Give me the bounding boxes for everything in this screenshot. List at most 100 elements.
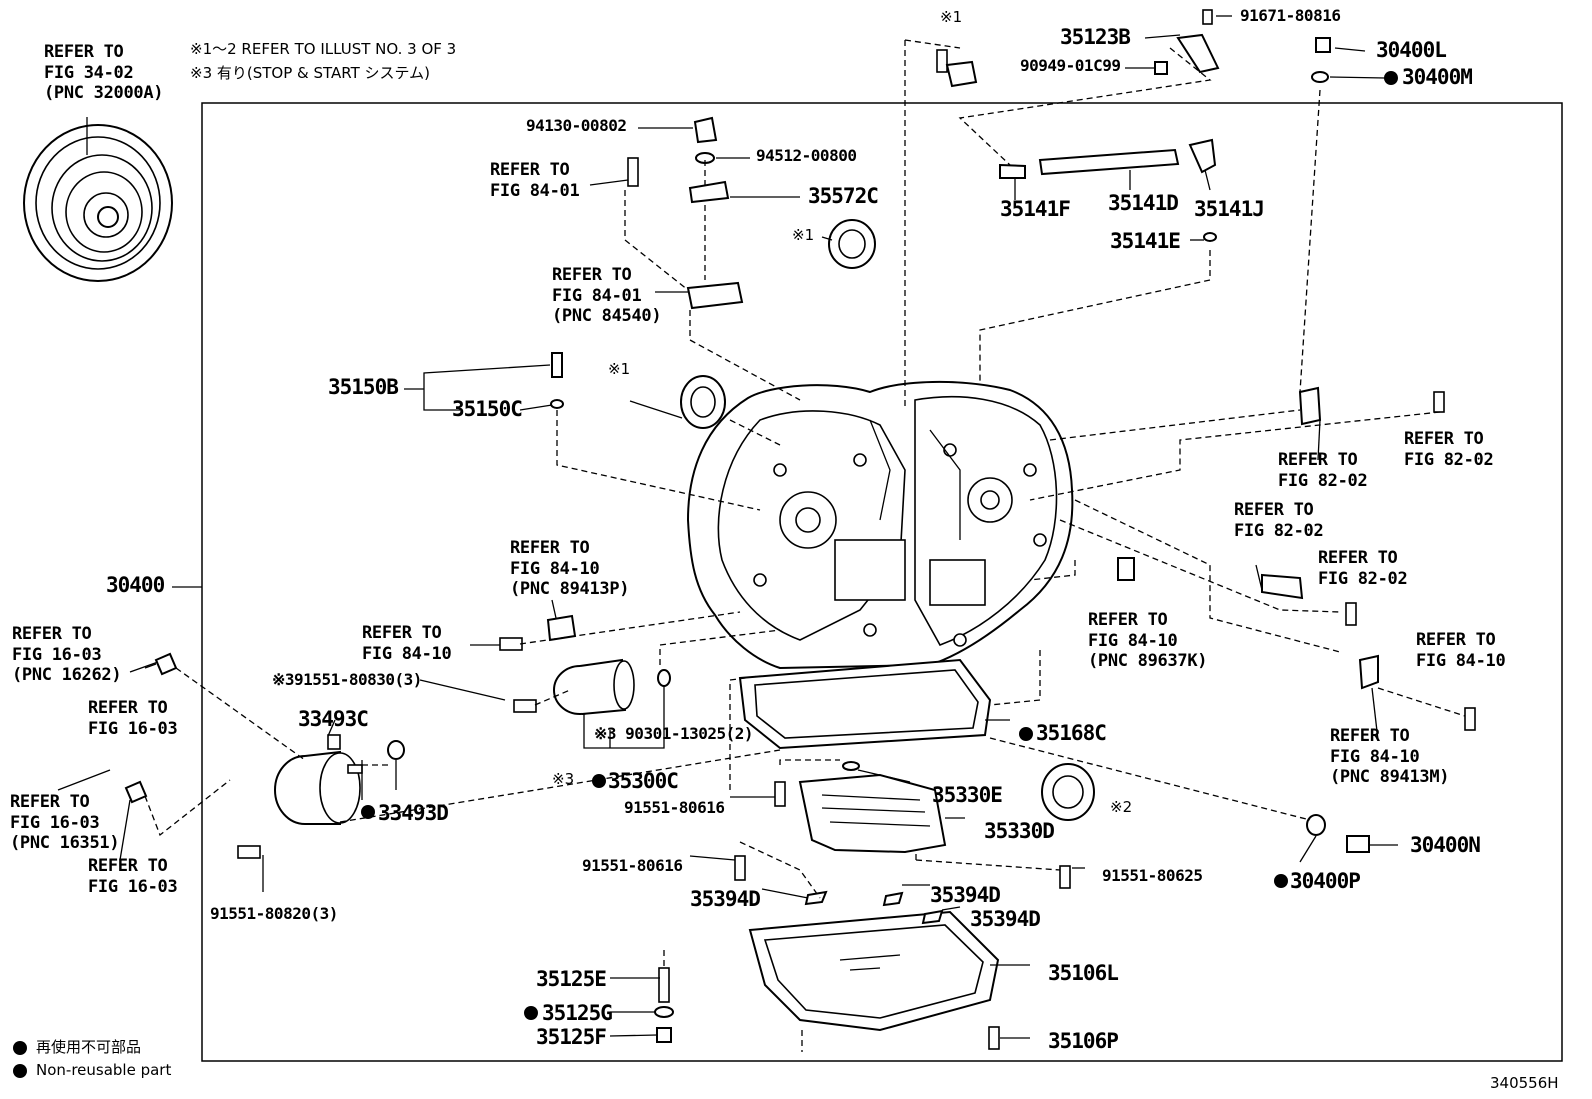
part-30400M[interactable]: 30400M (1402, 65, 1473, 89)
part-35141E[interactable]: 35141E (1110, 229, 1181, 253)
mark-ref-1-top: ※1 (940, 8, 963, 26)
bolt-top (936, 49, 948, 73)
plug-30400L (1315, 37, 1331, 53)
part-91551-80830[interactable]: ※391551-80830(3) (272, 670, 422, 689)
sensor-82-02-a (1298, 386, 1322, 426)
oil-seal-1 (828, 219, 876, 269)
gasket-30400P (1306, 814, 1326, 836)
part-35330E[interactable]: 35330E (932, 783, 1003, 807)
gasket-35125G (654, 1006, 674, 1018)
part-35150C[interactable]: 35150C (452, 397, 523, 421)
magnet-35394D-b (882, 891, 904, 907)
note-stop-start: ※3 有り(STOP & START システム) (190, 64, 430, 82)
oil-cooler (274, 734, 363, 825)
electric-oil-pump (553, 658, 635, 715)
note-illust-ref: ※1～2 REFER TO ILLUST NO. 3 OF 3 (190, 40, 457, 58)
plug-35125F (656, 1027, 672, 1043)
part-35394D-a[interactable]: 35394D (690, 887, 761, 911)
torque-converter (23, 117, 173, 282)
gasket-30400M (1311, 71, 1329, 83)
part-91551-80616-b[interactable]: 91551-80616 (582, 856, 683, 875)
bolt-91551-80616-a (774, 781, 786, 807)
pump-oring (657, 669, 671, 687)
part-94130-00802[interactable]: 94130-00802 (526, 116, 627, 135)
shift-shaft (1038, 148, 1180, 176)
transmission-case (686, 381, 1074, 670)
part-33493D[interactable]: 33493D (378, 801, 449, 825)
part-35106L[interactable]: 35106L (1048, 961, 1119, 985)
assembly-frame (201, 102, 1563, 1062)
part-35394D-c[interactable]: 35394D (970, 907, 1041, 931)
bolt-82-02-d (1345, 602, 1357, 626)
bracket-82-02-c (1261, 573, 1304, 600)
part-35141F[interactable]: 35141F (1000, 197, 1071, 221)
oil-seal-3 (1041, 763, 1095, 821)
magnet-35394D-a (804, 890, 828, 906)
part-35125E[interactable]: 35125E (536, 967, 607, 991)
part-91551-80625[interactable]: 91551-80625 (1102, 866, 1203, 885)
part-35125F[interactable]: 35125F (536, 1025, 607, 1049)
bolt-refer-84-01 (627, 157, 639, 187)
cooler-oring (387, 740, 405, 760)
part-33493C[interactable]: 33493C (298, 707, 369, 731)
leader-lines (57, 15, 1398, 1039)
part-35106P[interactable]: 35106P (1048, 1029, 1119, 1053)
sensor-89637K (1117, 557, 1135, 581)
legend-ja: 再使用不可部品 (36, 1038, 142, 1056)
shaft-lever (1188, 138, 1217, 174)
clip-90949 (1154, 61, 1168, 75)
part-35150B[interactable]: 35150B (328, 375, 399, 399)
part-91671-80816[interactable]: 91671-80816 (1240, 6, 1341, 25)
hose-clamp-b (124, 780, 148, 804)
bolt-91551-80820 (237, 845, 261, 859)
mark-ref-1-left: ※1 (608, 360, 631, 378)
sensor-84540 (686, 281, 744, 310)
part-35394D-b[interactable]: 35394D (930, 883, 1001, 907)
bolt-head-top (945, 60, 978, 88)
part-91551-80820[interactable]: 91551-80820(3) (210, 904, 338, 923)
part-35330D[interactable]: 35330D (984, 819, 1055, 843)
part-35300C[interactable]: 35300C (608, 769, 679, 793)
bolt-91551-80616-b (734, 855, 746, 881)
shaft-oring (1203, 232, 1217, 242)
plug-35150B (551, 352, 563, 378)
part-94512-00800[interactable]: 94512-00800 (756, 146, 857, 165)
pan-gasket-inner (754, 669, 979, 739)
part-91551-80616-a[interactable]: 91551-80616 (624, 798, 725, 817)
part-35141J[interactable]: 35141J (1194, 197, 1265, 221)
oil-seal-2 (680, 375, 726, 429)
part-30400[interactable]: 30400 (106, 573, 165, 597)
part-35168C[interactable]: 35168C (1036, 721, 1107, 745)
part-35141D[interactable]: 35141D (1108, 191, 1179, 215)
part-30400N[interactable]: 30400N (1410, 833, 1481, 857)
part-30400P[interactable]: 30400P (1290, 869, 1361, 893)
sensor-89413M (1358, 654, 1379, 690)
illustration-number: 340556H (1490, 1074, 1559, 1092)
part-90301-13025[interactable]: ※3 90301-13025(2) (594, 724, 754, 743)
part-90949-01C99[interactable]: 90949-01C99 (1020, 56, 1121, 75)
part-35125G[interactable]: 35125G (542, 1001, 613, 1025)
part-30400L[interactable]: 30400L (1376, 38, 1447, 62)
part-35123B[interactable]: 35123B (1060, 25, 1131, 49)
bolt-91671 (1202, 9, 1213, 25)
strainer-oring (842, 761, 860, 771)
part-35572C[interactable]: 35572C (808, 184, 879, 208)
mark-ref-3: ※3 (552, 770, 575, 788)
